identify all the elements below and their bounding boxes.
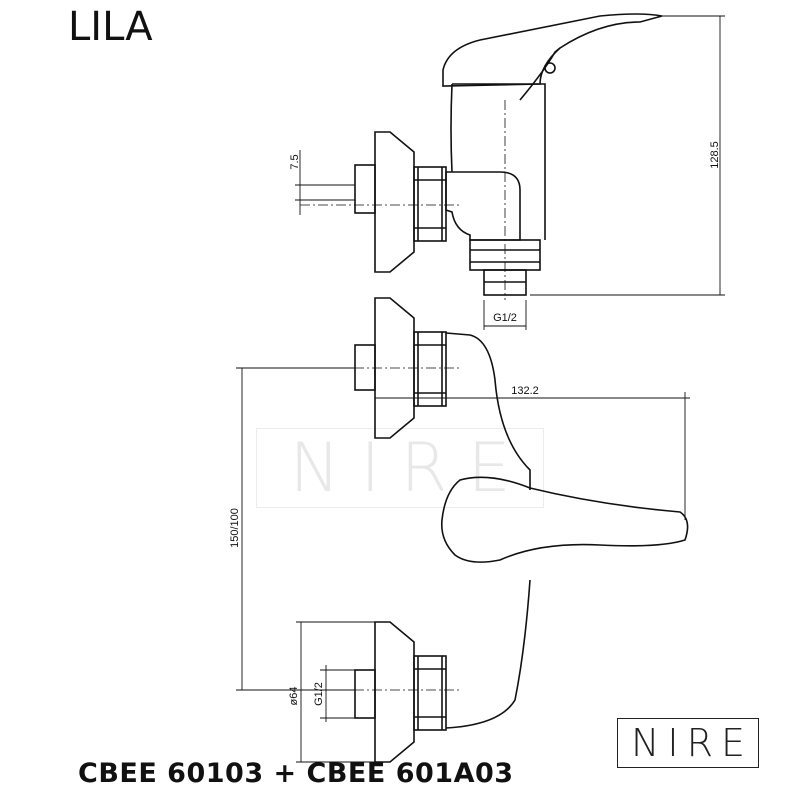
front-lower-stub	[354, 669, 376, 719]
top-valve-body	[445, 171, 521, 241]
top-inlet-stub	[354, 164, 376, 214]
top-body-right	[452, 83, 546, 240]
front-body-upper	[445, 332, 531, 490]
front-upper-stub	[354, 344, 376, 391]
front-upper-nut	[413, 331, 447, 407]
brand-logo: NIRE	[617, 718, 759, 768]
front-lower-nut	[413, 655, 447, 731]
dim-inlet-thread-label: G1/2	[313, 682, 325, 706]
front-upper-flange	[374, 297, 415, 439]
product-title: LILA	[68, 4, 153, 50]
top-wall-flange	[374, 131, 415, 273]
dim-diameter-label: ø64	[288, 687, 300, 706]
watermark-logo: NIRE	[256, 428, 544, 508]
product-code: CBEE 60103 + CBEE 601A03	[78, 758, 514, 789]
top-lever	[442, 13, 663, 87]
dim-outlet-thread-label: G1/2	[493, 312, 517, 324]
front-lower-flange	[374, 621, 415, 763]
dim-length-label: 132.2	[511, 385, 539, 397]
dim-pipe-label: 7.5	[289, 154, 301, 169]
dim-spacing-label: 150/100	[229, 508, 241, 548]
dim-height-label: 128.5	[709, 141, 721, 169]
front-body-lower	[445, 579, 531, 729]
front-handle	[440, 476, 689, 563]
